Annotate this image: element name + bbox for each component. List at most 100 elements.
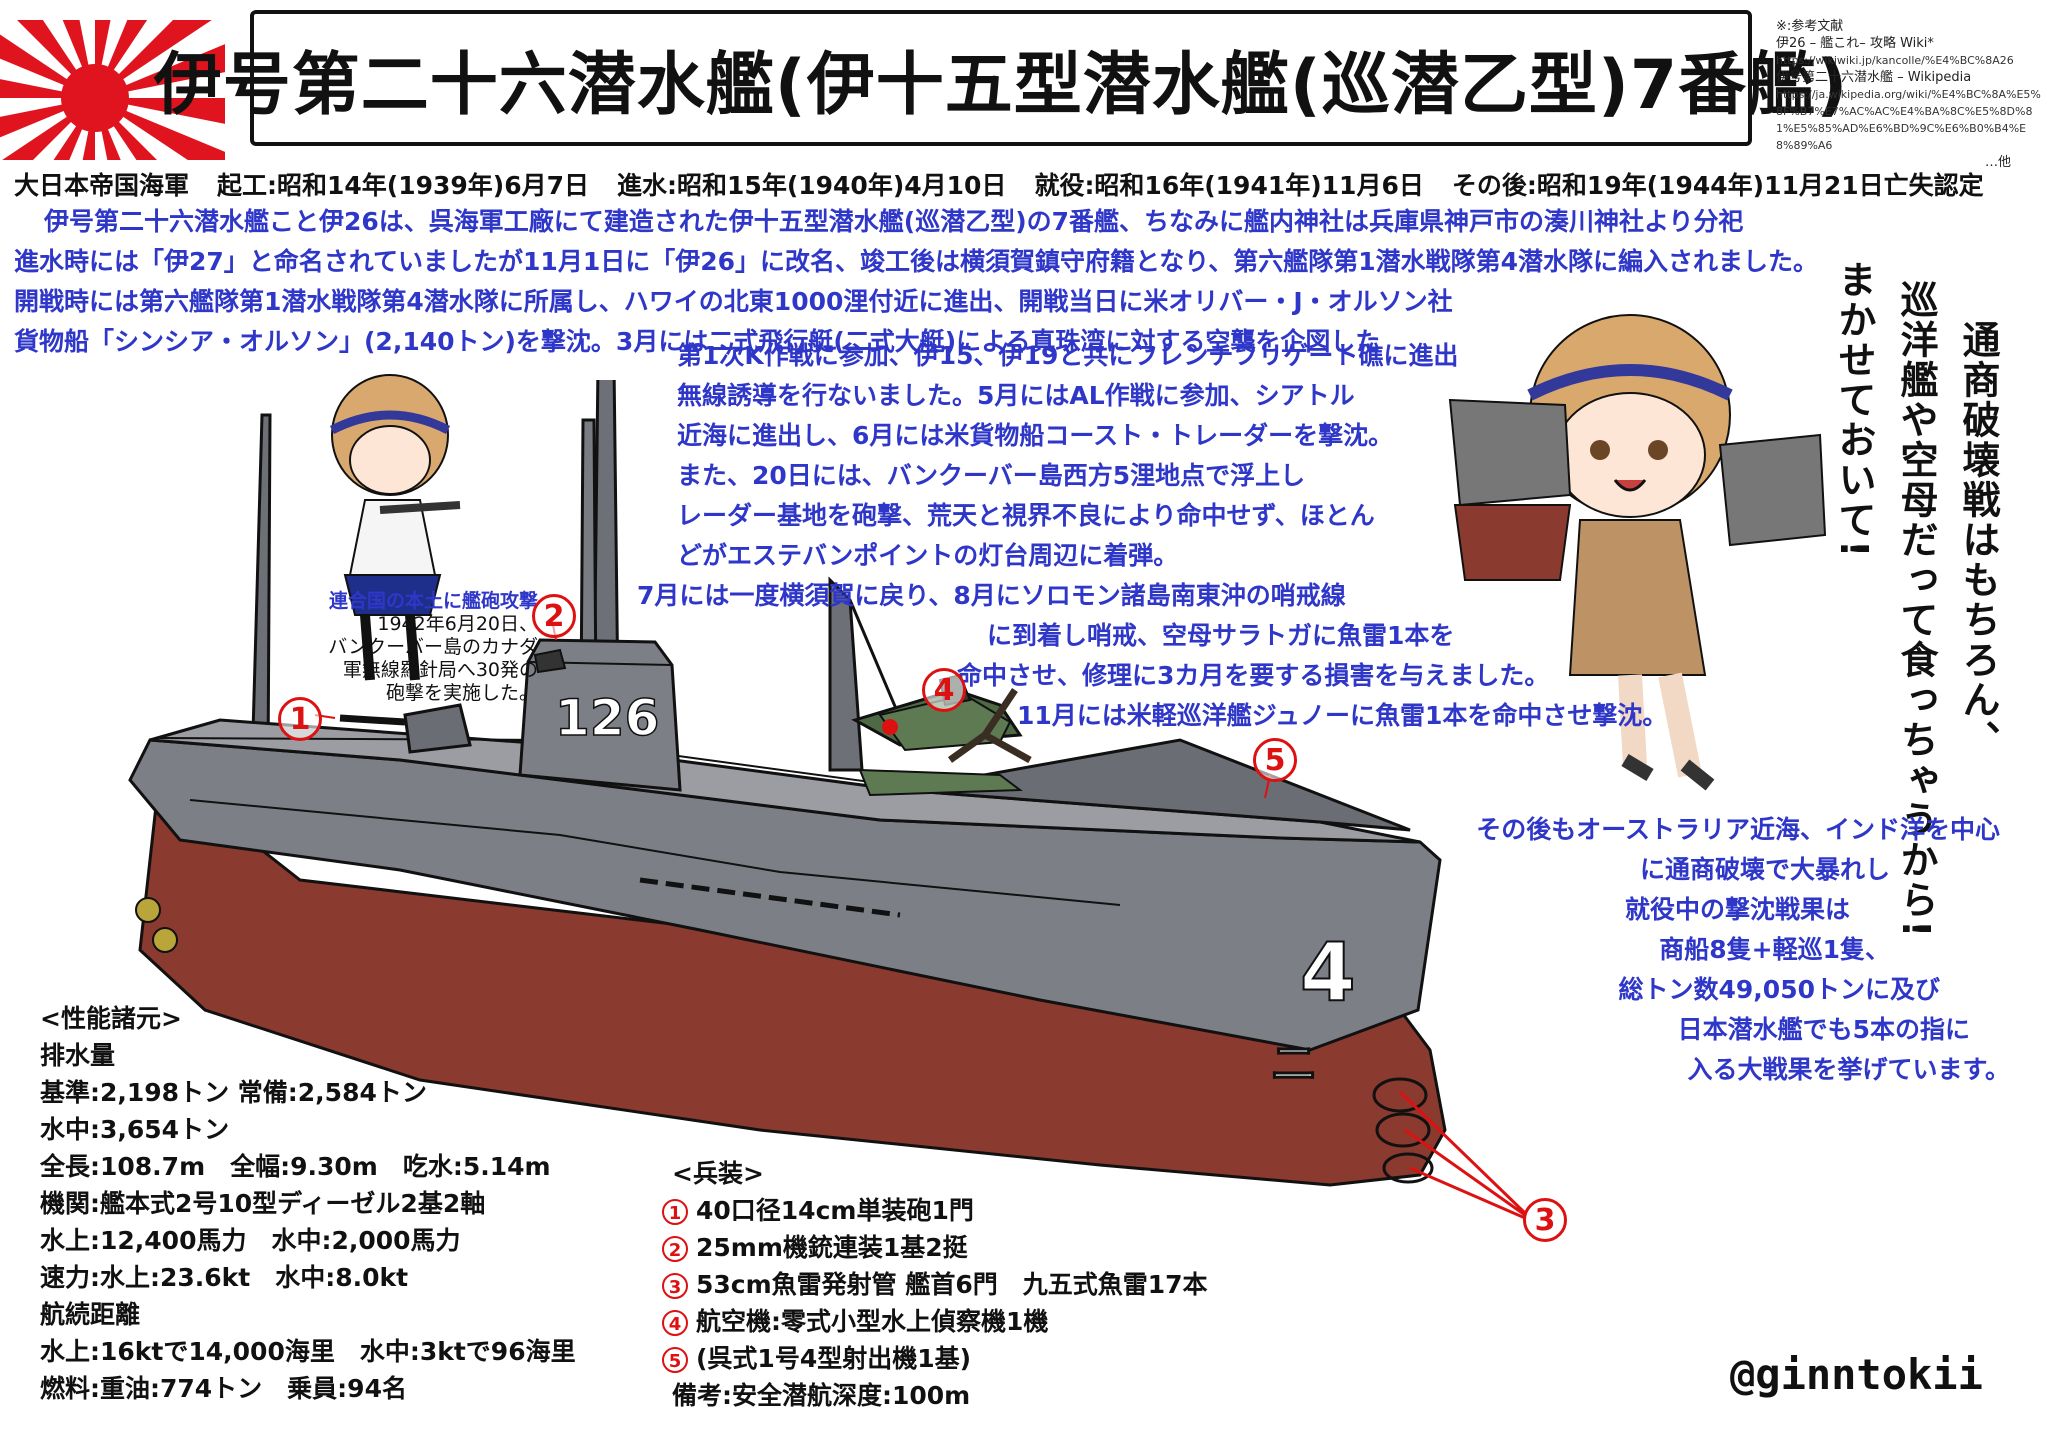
armament-note: 備考:安全潜航深度:100m — [672, 1381, 971, 1410]
armament-item: 1 40口径14cm単装砲1門 — [662, 1192, 1208, 1229]
rising-sun-flag — [0, 20, 225, 160]
flag-ray — [95, 44, 225, 98]
armament-text: 40口径14cm単装砲1門 — [696, 1196, 974, 1225]
fate-date: その後:昭和19年(1944年)11月21日亡失認定 — [1451, 171, 1984, 200]
submarine-illustration: 126 4 ニ — [128, 380, 1527, 1220]
armament-marker: 1 — [662, 1199, 688, 1225]
history-line: 伊号第二十六潜水艦こと伊26は、呉海軍工廠にて建造された伊十五型潜水艦(巡潜乙型… — [44, 207, 1744, 236]
armament-marker: 5 — [662, 1347, 688, 1373]
page-title: 伊号第二十六潜水艦(伊十五型潜水艦(巡潜乙型)7番艦) — [153, 45, 1849, 125]
after-history-line: 商船8隻+軽巡1隻、 — [1659, 935, 1890, 964]
spec-line: 燃料:重油:774トン 乗員:94名 — [40, 1374, 407, 1403]
machine-gun — [533, 648, 567, 674]
flag-ray — [95, 98, 225, 160]
after-history-line: 日本潜水艦でも5本の指に — [1677, 1015, 1970, 1044]
armament-text: 航空機:零式小型水上偵察機1機 — [696, 1307, 1049, 1336]
after-history-line: その後もオーストラリア近海、インド洋を中心 — [1476, 815, 2000, 844]
after-history-line: 総トン数49,050トンに及び — [1618, 975, 1940, 1004]
torpedo-tube — [1372, 1077, 1428, 1113]
armament-text: 25mm機銃連装1基2挺 — [696, 1233, 968, 1262]
history-line: 7月には一度横須賀に戻り、8月にソロモン諸島南東沖の哨戒線 — [637, 581, 1346, 610]
after-history: その後もオーストラリア近海、インド洋を中心 に通商破壊で大暴れし 就役中の撃沈戦… — [1440, 810, 2040, 1090]
references: ※:参考文献 伊26 – 艦これ– 攻略 Wiki* https://wikiw… — [1776, 18, 2041, 171]
title-box: 伊号第二十六潜水艦(伊十五型潜水艦(巡潜乙型)7番艦) — [154, 10, 1847, 146]
deck — [149, 718, 1421, 844]
marker-3: 3 — [1523, 1198, 1567, 1242]
launch-date: 進水:昭和15年(1940年)4月10日 — [617, 171, 1007, 200]
marker-1: 1 — [278, 697, 322, 741]
reference-label[interactable]: 伊号第二十六潜水艦 – Wikipedia — [1776, 70, 1972, 85]
bombardment-heading: 連合国の本土に艦砲攻撃 — [328, 590, 538, 612]
commission-date: 就役:昭和16年(1941年)11月6日 — [1034, 171, 1424, 200]
after-history-line: 入る大戦果を挙げています。 — [1687, 1055, 2010, 1084]
spec-line: 水中:3,654トン — [40, 1115, 230, 1144]
history-line: 進水時には「伊27」と命名されていましたが11月1日に「伊26」に改名、竣工後は… — [14, 247, 1819, 276]
armament-item: 5 (呉式1号4型射出機1基) — [662, 1340, 1208, 1377]
navy-label: 大日本帝国海軍 — [14, 171, 190, 200]
torpedo-tube — [1375, 1112, 1431, 1148]
conning-number: 126 — [555, 689, 659, 747]
history-line: 命中させ、修理に3カ月を要する損害を与えました。 — [957, 661, 1550, 690]
history-line: 貨物船「シンシア・オルソン」(2,140トン)を撃沈。3月には二式飛行艇(二式大… — [14, 327, 1381, 356]
torpedo-tube — [1382, 1152, 1434, 1184]
speech-column: 巡洋艦や空母だって食っちゃうから! — [1894, 280, 1938, 940]
armament-text: (呉式1号4型射出機1基) — [696, 1344, 972, 1373]
history-line: 開戦時には第六艦隊第1潜水戦隊第4潜水隊に所属し、ハワイの北東1000浬付近に進… — [14, 287, 1453, 316]
history-line: 第1次K作戦に参加、伊15、伊19と共にフレンチフリゲート礁に進出 — [677, 341, 1459, 370]
stern-propeller — [152, 927, 178, 953]
history-line: レーダー基地を砲撃、荒天と視界不良により命中せず、ほとん — [677, 501, 1375, 530]
spec-line: 航続距離 — [40, 1300, 141, 1329]
spec-line: 水上:12,400馬力 水中:2,000馬力 — [40, 1226, 461, 1255]
history-line: 近海に進出し、6月には米貨物船コースト・トレーダーを撃沈。 — [677, 421, 1394, 450]
bow-number: 4 — [1300, 926, 1356, 1019]
deck-gun-barrel — [339, 714, 406, 726]
flag-ray — [82, 98, 95, 160]
after-history-line: 就役中の撃沈戦果は — [1624, 895, 1850, 924]
spec-line: 水上:16ktで14,000海里 水中:3ktで96海里 — [40, 1337, 576, 1366]
flag-ray — [95, 20, 212, 98]
spec-line: 速力:水上:23.6kt 水中:8.0kt — [40, 1263, 409, 1292]
mast — [250, 413, 272, 770]
armament-marker: 4 — [662, 1310, 688, 1336]
armament-marker: 2 — [662, 1236, 688, 1262]
hinomaru-marking — [882, 719, 898, 735]
reference-url[interactable]: https://ja.wikipedia.org/wiki/%E4%BC%8A%… — [1776, 88, 2041, 152]
spec-line: 排水量 — [40, 1041, 116, 1070]
reference-label[interactable]: 伊26 – 艦これ– 攻略 Wiki* — [1776, 36, 1934, 51]
specifications: <性能諸元> 排水量 基準:2,198トン 常備:2,584トン 水中:3,65… — [40, 1000, 576, 1407]
character-speech: 通商破壊戦はもちろん、 巡洋艦や空母だって食っちゃうから! まかせておいて! — [1830, 260, 2002, 939]
reference-url[interactable]: https://wikiwiki.jp/kancolle/%E4%BC%8A26 — [1776, 54, 2014, 67]
bow-kana: ニ — [1270, 1036, 1318, 1092]
speech-column: まかせておいて! — [1832, 260, 1876, 560]
bombardment-line: 砲撃を実施した。 — [385, 682, 538, 704]
speech-column: 通商破壊戦はもちろん、 — [1956, 320, 2000, 760]
artist-signature: @ginntokii — [1730, 1350, 1983, 1399]
bombardment-line: バンクーバー島のカナダ — [328, 636, 538, 658]
history-line: に到着し哨戒、空母サラトガに魚雷1本を — [987, 621, 1455, 650]
after-history-line: に通商破壊で大暴れし — [1639, 855, 1890, 884]
marker-4: 4 — [922, 668, 966, 712]
armament-item: 2 25mm機銃連装1基2挺 — [662, 1229, 1208, 1266]
marker-5: 5 — [1253, 738, 1297, 782]
marker-2: 2 — [532, 594, 576, 638]
bombardment-line: 軍無線羅針局へ30発の — [342, 659, 538, 681]
references-etc: …他 — [1984, 155, 2011, 170]
armament-marker: 3 — [662, 1273, 688, 1299]
flag-sun — [61, 64, 129, 132]
character-chibi-right — [1448, 314, 1827, 791]
deck-gun — [403, 703, 472, 754]
seaplane-float — [858, 768, 1023, 797]
spec-line: 全長:108.7m 全幅:9.30m 吃水:5.14m — [40, 1152, 551, 1181]
bombardment-line: 1942年6月20日、 — [377, 613, 538, 635]
history-line: 11月には米軽巡洋艦ジュノーに魚雷1本を命中させ撃沈。 — [1017, 701, 1668, 730]
history-line: どがエステバンポイントの灯台周辺に着弾。 — [677, 541, 1179, 570]
stern-propeller — [135, 897, 161, 923]
laid-down-date: 起工:昭和14年(1939年)6月7日 — [217, 171, 590, 200]
bombardment-note: 連合国の本土に艦砲攻撃 1942年6月20日、 バンクーバー島のカナダ 軍無線羅… — [278, 590, 538, 705]
history-block: 第1次K作戦に参加、伊15、伊19と共にフレンチフリゲート礁に進出 無線誘導を行… — [637, 341, 1667, 802]
armament-item: 4 航空機:零式小型水上偵察機1機 — [662, 1303, 1208, 1340]
references-heading: ※:参考文献 — [1776, 19, 1844, 34]
history-line: また、20日には、バンクーバー島西方5浬地点で浮上し — [677, 461, 1306, 490]
